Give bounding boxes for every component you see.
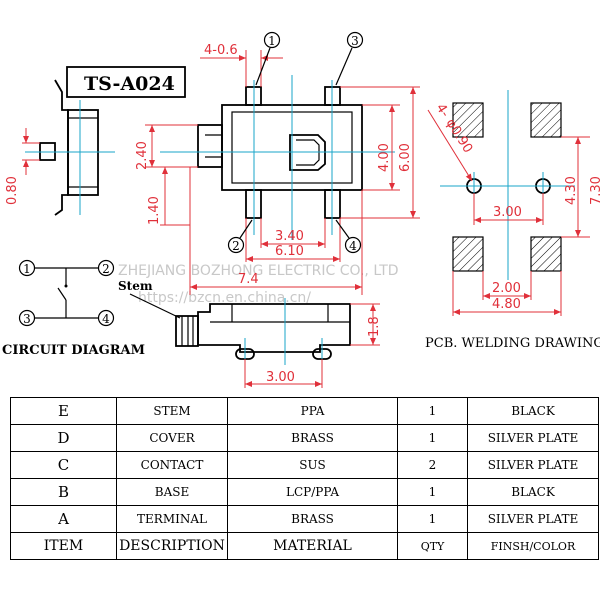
material-cell: PPA [227, 397, 398, 425]
model-label: TS-A024 [84, 73, 175, 95]
finish-cell: SILVER PLATE [467, 505, 599, 533]
dim-overall-length: 7.4 [238, 272, 259, 287]
header-description: DESCRIPTION [116, 532, 228, 560]
item-cell: E [10, 397, 117, 425]
table-row: B BASE LCP/PPA 1 BLACK [10, 478, 599, 506]
description-cell: STEM [116, 397, 228, 425]
dim-lever-width: 2.40 [135, 141, 150, 170]
pin-callout-4: 4 [349, 239, 357, 253]
finish-cell: BLACK [467, 397, 599, 425]
pin-callouts: 1 3 2 4 [227, 31, 364, 254]
finish-cell: BLACK [467, 478, 599, 506]
bill-of-materials-table: E STEM PPA 1 BLACK D COVER BRASS 1 SILVE… [10, 397, 599, 560]
watermark-company: ZHEJIANG BOZHONG ELECTRIC CO., LTD [118, 263, 399, 279]
pcb-welding-label: PCB. WELDING DRAWING [425, 336, 600, 351]
description-cell: CONTACT [116, 451, 228, 479]
dim-pad-holes: 4- [433, 101, 453, 120]
finish-cell: SILVER PLATE [467, 424, 599, 452]
circuit-diagram: 1 2 3 4 [18, 259, 115, 327]
header-qty: QTY [397, 532, 468, 560]
table-row: A TERMINAL BRASS 1 SILVER PLATE [10, 505, 599, 533]
finish-cell: SILVER PLATE [467, 451, 599, 479]
dim-pin-offset: 4-0.6 [204, 43, 238, 58]
qty-cell: 1 [397, 478, 468, 506]
dim-body-height: 4.00 [377, 143, 392, 172]
qty-cell: 1 [397, 424, 468, 452]
pin-callout-3: 3 [351, 34, 359, 48]
top-view: 4-0.6 2.40 1.40 4.00 6.00 3.40 6.10 7.4 [135, 43, 420, 295]
pcb-footprint: 4- φ0.90 3.00 4.30 7.30 2.00 4.80 [427, 90, 600, 316]
item-cell: B [10, 478, 117, 506]
qty-cell: 1 [397, 505, 468, 533]
material-cell: SUS [227, 451, 398, 479]
circuit-pin-1: 1 [23, 262, 31, 276]
description-cell: TERMINAL [116, 505, 228, 533]
pin-callout-2: 2 [232, 239, 240, 253]
header-item: ITEM [10, 532, 117, 560]
side-view: 0.80 [5, 79, 115, 216]
model-label-box: TS-A024 [66, 66, 186, 98]
material-cell: BRASS [227, 424, 398, 452]
description-cell: COVER [116, 424, 228, 452]
description-cell: BASE [116, 478, 228, 506]
dim-pin-span-outer: 6.10 [275, 244, 304, 259]
dim-pad-inner-gap: 2.00 [492, 281, 521, 296]
header-finish: FINSH/COLOR [467, 532, 599, 560]
table-row: D COVER BRASS 1 SILVER PLATE [10, 424, 599, 452]
dim-stem-height: 1.8 [367, 316, 382, 337]
dim-pin-span-inner: 3.40 [275, 229, 304, 244]
qty-cell: 2 [397, 451, 468, 479]
circuit-pin-4: 4 [102, 312, 110, 326]
dim-hole-pitch: 3.00 [493, 205, 522, 220]
circuit-pin-3: 3 [23, 312, 31, 326]
dim-lever-offset: 1.40 [147, 196, 162, 225]
table-header-row: ITEM DESCRIPTION MATERIAL QTY FINSH/COLO… [10, 532, 599, 560]
qty-cell: 1 [397, 397, 468, 425]
table-row: E STEM PPA 1 BLACK [10, 397, 599, 425]
material-cell: LCP/PPA [227, 478, 398, 506]
technical-drawing: ZHEJIANG BOZHONG ELECTRIC CO., LTD https… [2, 31, 600, 388]
material-cell: BRASS [227, 505, 398, 533]
stem-label: Stem [118, 279, 153, 293]
front-view: Stem 1.8 3.00 [118, 279, 382, 388]
pin-callout-1: 1 [268, 34, 276, 48]
dim-pad-vertical: 4.30 [564, 176, 579, 205]
dim-bottom-pitch: 3.00 [266, 370, 295, 385]
dim-pad-outer-span: 4.80 [492, 297, 521, 312]
header-material: MATERIAL [227, 532, 398, 560]
item-cell: C [10, 451, 117, 479]
circuit-diagram-label: CIRCUIT DIAGRAM [2, 343, 145, 358]
dim-pad-vertical-outer: 7.30 [589, 176, 600, 205]
item-cell: A [10, 505, 117, 533]
circuit-pin-2: 2 [102, 262, 110, 276]
dim-overall-height: 6.00 [398, 143, 413, 172]
dim-side-height: 0.80 [5, 176, 20, 205]
table-row: C CONTACT SUS 2 SILVER PLATE [10, 451, 599, 479]
item-cell: D [10, 424, 117, 452]
watermark-url: https://bzcn.en.china.cn/ [138, 290, 311, 306]
